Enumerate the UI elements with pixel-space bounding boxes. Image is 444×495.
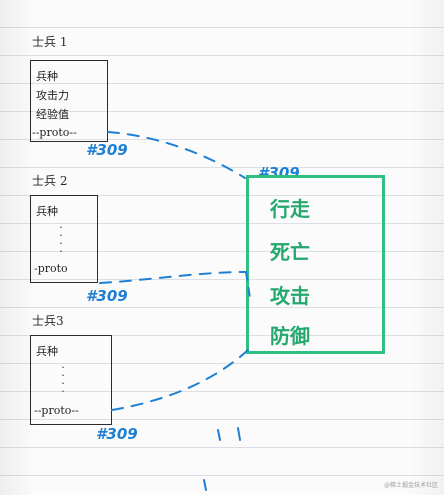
stray-mark-1 (217, 429, 221, 441)
soldier-2-field-type: 兵种 (36, 205, 58, 218)
soldier-1-field-attack: 攻击力 (36, 89, 69, 102)
soldier-1-box (30, 60, 108, 142)
prototype-method-attack: 攻击 (270, 284, 310, 308)
watermark: @稀土掘金技术社区 (383, 482, 438, 489)
soldier-1-field-type: 兵种 (36, 70, 58, 83)
soldier-3-proto-address: #309 (96, 425, 138, 443)
soldier-3-box (30, 335, 112, 425)
prototype-method-die: 死亡 (270, 240, 310, 264)
prototype-method-defend: 防御 (270, 324, 310, 348)
soldier-3-ellipsis: ···· (61, 361, 65, 398)
soldier-2-proto-address: #309 (86, 287, 128, 305)
soldier-2-title: 士兵 2 (32, 174, 68, 188)
soldier-3-proto-field: --proto-- (34, 404, 79, 417)
soldier-2-proto-field: -proto (34, 262, 68, 275)
soldier-2-box (30, 195, 98, 283)
prototype-method-walk: 行走 (270, 197, 310, 221)
stray-mark-2 (237, 427, 241, 441)
soldier-2-pointer-link (99, 271, 247, 284)
soldier-2-pointer-tail (245, 271, 251, 299)
soldier-3-field-type: 兵种 (36, 345, 58, 358)
soldier-1-pointer-link (107, 131, 246, 179)
soldier-3-title: 士兵3 (32, 314, 64, 328)
soldier-1-proto-address: #309 (86, 141, 128, 159)
stray-mark-3 (203, 479, 207, 491)
soldier-1-title: 士兵 1 (32, 35, 68, 49)
soldier-2-ellipsis: ···· (59, 221, 63, 258)
soldier-1-proto-field: --proto-- (32, 126, 77, 139)
soldier-1-field-exp: 经验值 (36, 108, 69, 121)
prototype-box (246, 175, 385, 354)
soldier-3-pointer-link (111, 349, 249, 411)
